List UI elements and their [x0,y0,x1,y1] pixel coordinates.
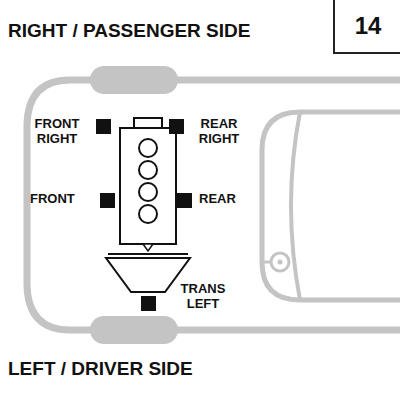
wheel [90,66,178,94]
side-label: LEFT / DRIVER SIDE [8,358,308,380]
mount-rear [177,193,192,208]
windshield [291,112,300,300]
engine-flange [143,244,153,251]
engine-block [120,128,176,244]
bellhousing-edge [108,253,188,255]
wheel [90,316,178,344]
mount-label: REAR RIGHT [188,117,250,147]
car-body [27,80,400,330]
mount-label: FRONT [30,192,92,207]
transmission [106,258,190,292]
mount-label: TRANS LEFT [170,282,236,312]
mount-label: FRONT RIGHT [24,117,90,147]
cylinder [139,161,157,179]
number-frame [334,0,400,53]
cylinder [139,183,157,201]
number-box: 14 [336,0,400,52]
engine-cap [134,118,162,128]
cylinder [139,139,157,157]
mount-front [100,193,115,208]
mount-label: REAR [199,192,249,207]
steering-hub [278,260,283,265]
mount-front-right [96,119,111,134]
mount-rear-right [169,119,184,134]
steering-wheel [271,253,289,271]
cabin [262,112,400,300]
mount-trans-left [141,296,156,311]
side-label: RIGHT / PASSENGER SIDE [8,20,308,42]
figure-number: 14 [355,12,382,40]
cylinder [139,205,157,223]
